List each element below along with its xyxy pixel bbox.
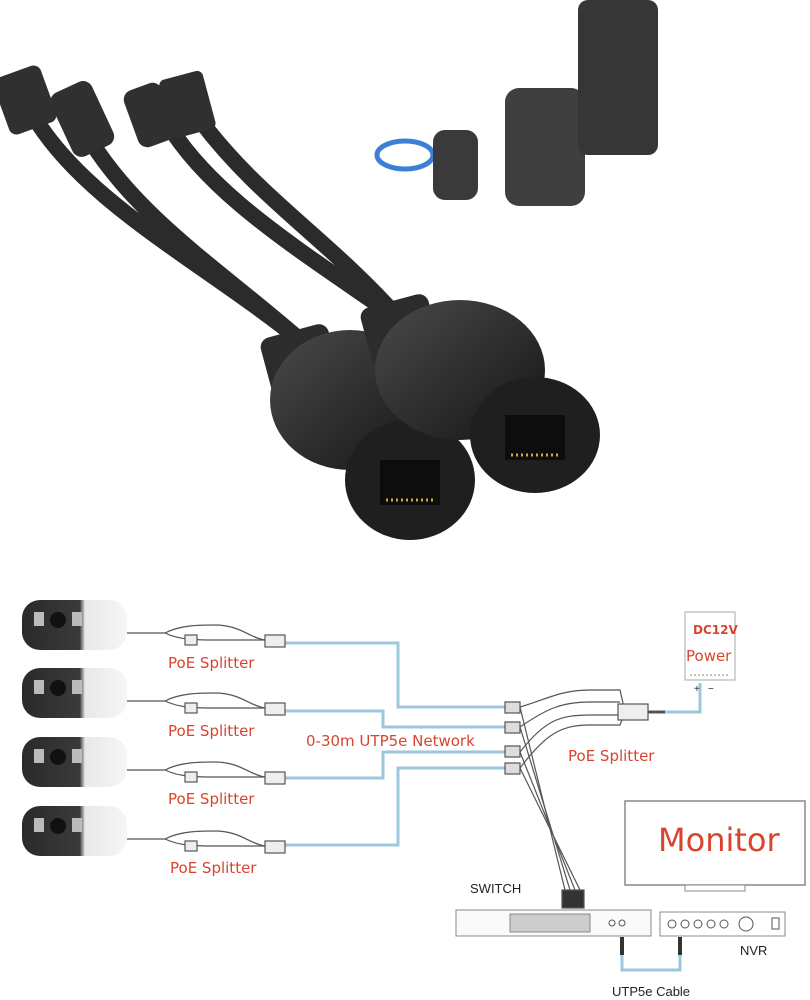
power-voltage: DC12V: [693, 623, 738, 637]
dc-plugs: [0, 65, 216, 157]
switch-device: [455, 909, 652, 955]
splitter-label-2: PoE Splitter: [168, 722, 255, 740]
power-label: Power: [686, 647, 732, 665]
power-plus: +: [694, 684, 700, 695]
camera-4: [22, 806, 286, 856]
power-minus: −: [708, 684, 714, 695]
monitor-label: Monitor: [658, 821, 780, 859]
switch-label: SWITCH: [470, 881, 521, 896]
waterproof-caps: [374, 0, 658, 206]
nvr-device: [659, 911, 786, 955]
camera-1: [22, 600, 286, 650]
camera-3: [22, 737, 286, 787]
splitter-cables: [22, 102, 408, 348]
cable-label: UTP5e Cable: [612, 984, 690, 999]
power-supply: [684, 611, 736, 681]
hub-splitter-label: PoE Splitter: [568, 747, 655, 765]
rj45-jack-right: [360, 294, 600, 493]
splitter-label-4: PoE Splitter: [170, 859, 257, 877]
hub-splitter: [504, 689, 665, 909]
camera-2: [22, 668, 286, 718]
blue-network-cables: [285, 641, 702, 972]
nvr-label: NVR: [740, 943, 767, 958]
monitor: [624, 800, 806, 892]
splitter-label-3: PoE Splitter: [168, 790, 255, 808]
network-label: 0-30m UTP5e Network: [306, 732, 475, 750]
splitter-label-1: PoE Splitter: [168, 654, 255, 672]
